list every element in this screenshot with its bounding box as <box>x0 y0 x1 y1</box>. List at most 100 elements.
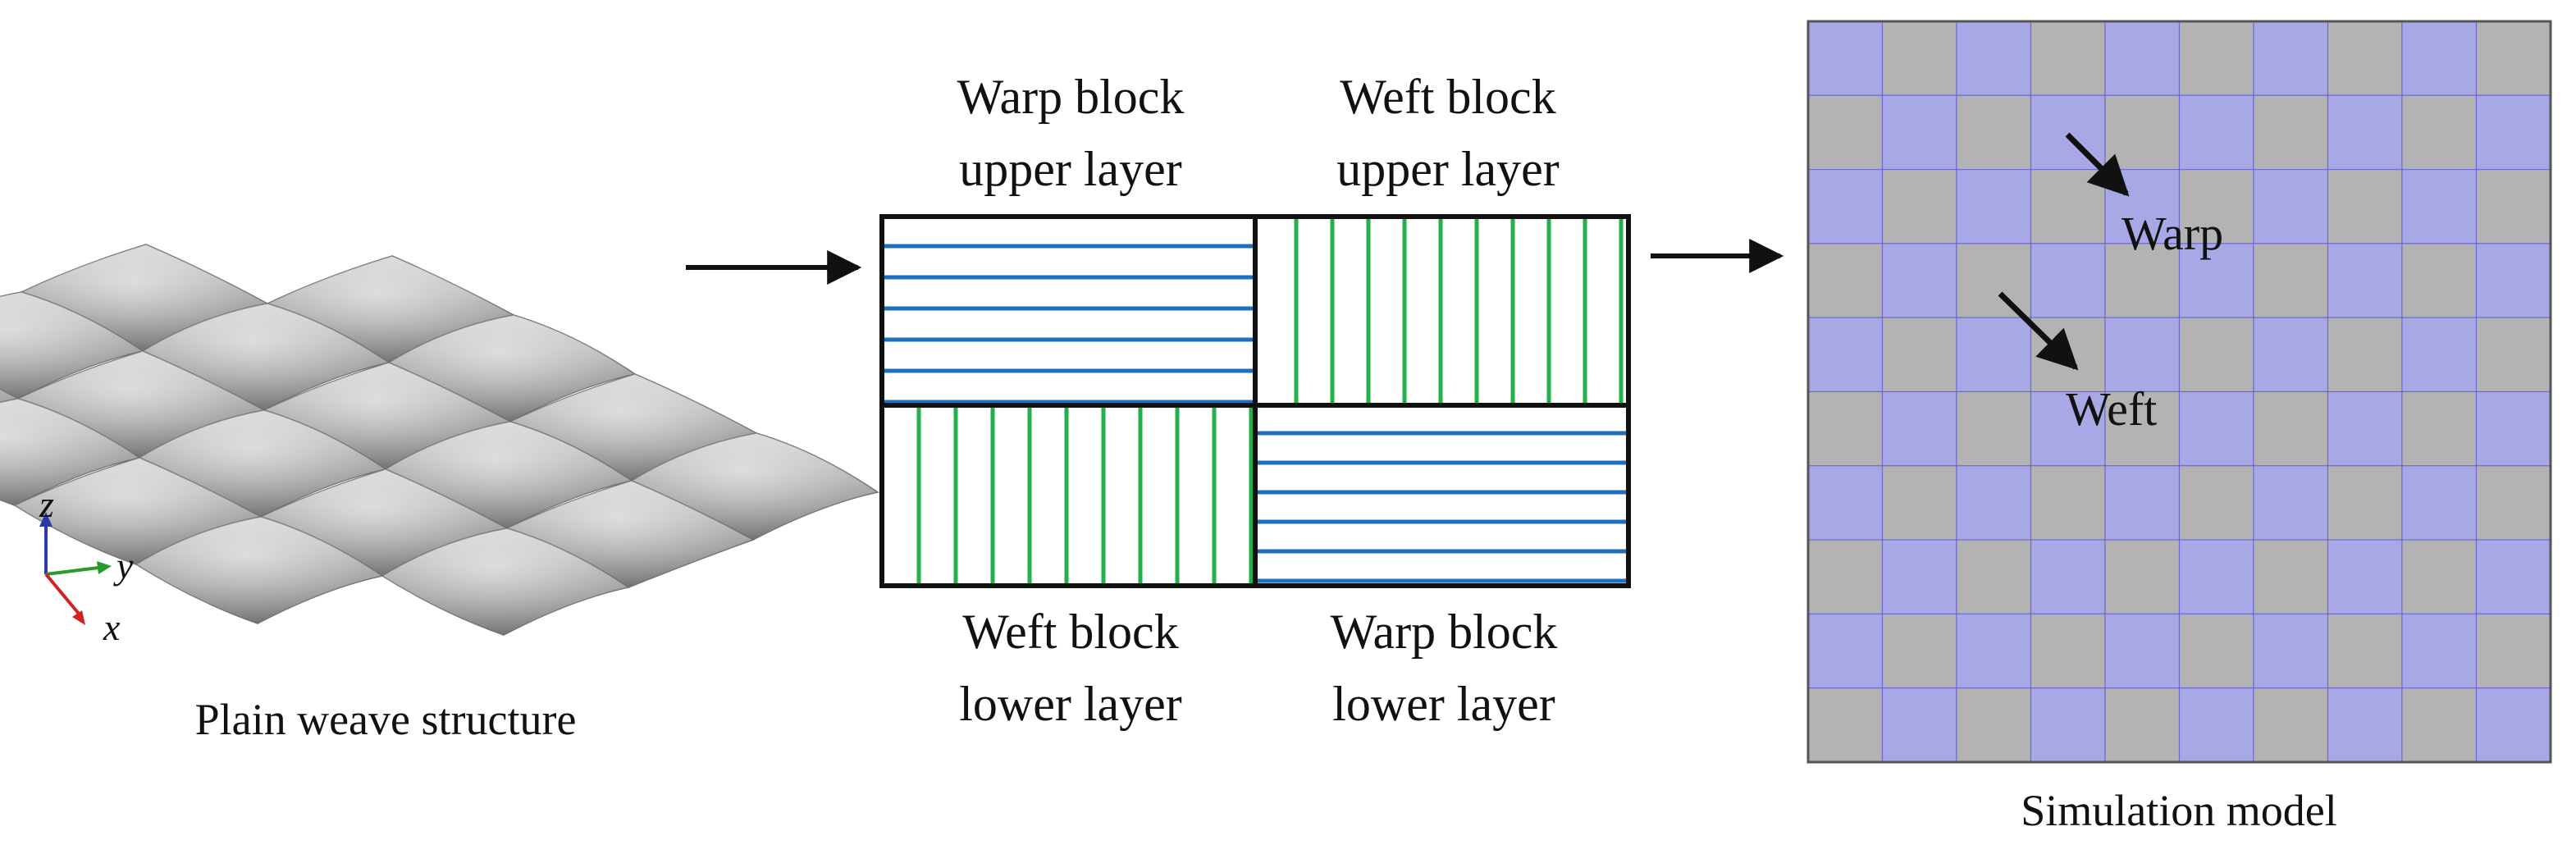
weft-cell <box>2253 94 2329 171</box>
weft-cell <box>2030 169 2106 244</box>
warp-cell <box>2401 21 2478 96</box>
weft-cell <box>2475 21 2551 96</box>
weft-cell <box>1956 94 2032 171</box>
warp-cell <box>1956 317 2032 393</box>
weft-cell <box>2178 465 2254 541</box>
warp-cell <box>1807 465 1884 541</box>
warp-cell <box>2178 687 2254 763</box>
weft-cell <box>2327 613 2403 689</box>
top-right-label-line2: upper layer <box>1336 142 1560 196</box>
warp-cell <box>2327 94 2403 171</box>
block-stripes <box>884 219 1626 583</box>
weave-tile-highlight <box>382 528 628 635</box>
weft-pointer-arrow <box>1998 291 2079 371</box>
warp-cell <box>1807 317 1884 393</box>
warp-cell <box>1807 613 1884 689</box>
warp-cell <box>1881 390 1957 467</box>
weft-cell <box>2104 539 2181 614</box>
warp-cell <box>2178 94 2254 171</box>
warp-cell <box>2253 465 2329 541</box>
weft-cell <box>1881 169 1957 244</box>
warp-cell <box>2327 687 2403 763</box>
weft-cell <box>2401 687 2478 763</box>
warp-cell <box>2253 169 2329 244</box>
warp-pointer-arrow <box>2065 132 2130 197</box>
warp-cell <box>1881 94 1957 171</box>
bottom-left-label-line1: Weft block <box>962 605 1178 659</box>
weft-cell <box>1881 465 1957 541</box>
warp-cell <box>2475 539 2551 614</box>
weft-cell <box>1956 539 2032 614</box>
warp-cell <box>2327 390 2403 467</box>
weave-tile-highlight <box>136 517 382 623</box>
warp-cell <box>1956 465 2032 541</box>
warp-cell <box>2030 539 2106 614</box>
warp-cell <box>2178 390 2254 467</box>
weft-cell <box>1956 243 2032 318</box>
weft-cell <box>2401 243 2478 318</box>
weft-cell <box>2327 169 2403 244</box>
block-schematic: Warp block upper layer Weft block upper … <box>879 70 1631 731</box>
warp-cell <box>2030 687 2106 763</box>
warp-cell <box>2327 243 2403 318</box>
weft-cell <box>1956 390 2032 467</box>
weft-cell <box>2401 539 2478 614</box>
warp-cell <box>2104 317 2181 393</box>
simulation-grid <box>1807 21 2551 763</box>
weft-cell <box>1807 243 1884 318</box>
right-panel-caption: Simulation model <box>2021 786 2337 835</box>
weft-cell <box>1956 687 2032 763</box>
weave-tile-highlight <box>0 399 139 505</box>
weft-cell <box>1807 390 1884 467</box>
warp-cell <box>1956 21 2032 96</box>
warp-cell <box>1956 613 2032 689</box>
weft-cell <box>2253 390 2329 467</box>
warp-cell <box>1956 169 2032 244</box>
weft-cell <box>2030 613 2106 689</box>
axis-z-label: z <box>39 483 54 525</box>
warp-cell <box>2327 539 2403 614</box>
weft-cell <box>2475 465 2551 541</box>
top-left-label-line1: Warp block <box>957 70 1185 124</box>
weft-cell <box>2030 21 2106 96</box>
weft-cell <box>2030 465 2106 541</box>
bottom-left-label-line2: lower layer <box>959 677 1182 731</box>
warp-cell <box>2253 317 2329 393</box>
warp-cell <box>2475 390 2551 467</box>
warp-cell <box>2401 465 2478 541</box>
weft-cell <box>2178 169 2254 244</box>
warp-cell <box>2475 94 2551 171</box>
simulation-grid-frame <box>1806 20 2552 764</box>
axis-x-arrowhead <box>72 610 85 625</box>
axis-x-line <box>44 573 80 615</box>
weft-cell <box>1881 21 1957 96</box>
axis-y-arrowhead <box>97 561 112 574</box>
weft-cell <box>1807 94 1884 171</box>
weft-cell <box>2178 21 2254 96</box>
warp-cell <box>1807 169 1884 244</box>
weft-cell <box>2104 687 2181 763</box>
weft-cell <box>2030 317 2106 393</box>
weft-cell <box>2178 613 2254 689</box>
top-left-label-line2: upper layer <box>959 142 1182 196</box>
warp-cell <box>2178 243 2254 318</box>
weft-cell <box>1807 687 1884 763</box>
weft-cell <box>1881 317 1957 393</box>
left-panel-caption: Plain weave structure <box>195 695 577 744</box>
axis-triad: z y x <box>39 483 134 648</box>
weft-cell <box>2253 243 2329 318</box>
warp-cell <box>1881 243 1957 318</box>
weft-cell <box>2253 539 2329 614</box>
warp-cell <box>2253 613 2329 689</box>
weft-cell <box>2104 94 2181 171</box>
axis-y-line <box>45 566 99 576</box>
warp-cell <box>2401 317 2478 393</box>
weft-label: Weft <box>2066 382 2157 436</box>
weft-cell <box>2401 94 2478 171</box>
weft-cell <box>2327 317 2403 393</box>
warp-label: Warp <box>2122 207 2223 260</box>
top-right-label-line1: Weft block <box>1340 70 1555 124</box>
weft-cell <box>2178 317 2254 393</box>
warp-cell <box>2401 169 2478 244</box>
